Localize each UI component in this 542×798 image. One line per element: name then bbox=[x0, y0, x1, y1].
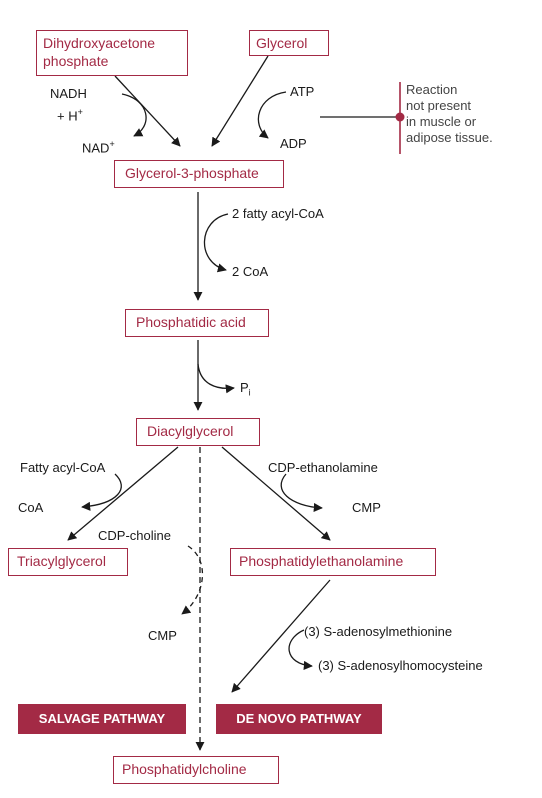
label-pi: Pi bbox=[240, 380, 251, 398]
curve-cdp-ethanolamine bbox=[280, 473, 323, 513]
label-coa: CoA bbox=[18, 500, 44, 515]
triacylglycerol-label: Triacylglycerol bbox=[17, 553, 106, 569]
label-cdp-choline: CDP-choline bbox=[98, 528, 171, 543]
label-fatty-acyl-coa: Fatty acyl-CoA bbox=[20, 460, 106, 475]
note-line1: Reaction bbox=[406, 82, 458, 97]
arrow-glycerol-to-g3p bbox=[211, 55, 269, 147]
g3p-label: Glycerol-3-phosphate bbox=[125, 165, 259, 181]
label-h-plus: + H+ bbox=[57, 107, 83, 124]
box-phosphatidylethanolamine: Phosphatidylethanolamine bbox=[230, 548, 436, 576]
label-2-fatty-acyl-coa: 2 fatty acyl-CoA bbox=[232, 206, 324, 221]
curve-sam-sah bbox=[288, 629, 313, 670]
curve-cdp-choline-dashed bbox=[181, 545, 203, 615]
curve-acyl-coa bbox=[203, 213, 229, 273]
label-cmp-right: CMP bbox=[352, 500, 381, 515]
dhap-line2: phosphate bbox=[43, 53, 109, 69]
phosphatidic-acid-label: Phosphatidic acid bbox=[136, 314, 246, 330]
box-phosphatidylcholine: Phosphatidylcholine bbox=[113, 756, 279, 784]
note-line2: not present bbox=[406, 98, 472, 113]
glycerol-label: Glycerol bbox=[256, 35, 308, 51]
curve-atp-adp bbox=[257, 91, 287, 139]
box-diacylglycerol: Diacylglycerol bbox=[136, 418, 260, 446]
label-s-adenosylhomocysteine: (3) S-adenosylhomocysteine bbox=[318, 658, 483, 673]
label-nad: NAD+ bbox=[82, 139, 115, 156]
label-nadh: NADH bbox=[50, 86, 87, 101]
label-2-coa: 2 CoA bbox=[232, 264, 269, 279]
arrow-dag-to-tag bbox=[67, 446, 179, 541]
arrow-dag-to-pe bbox=[221, 446, 331, 541]
note-line4: adipose tissue. bbox=[406, 130, 493, 145]
curve-fatty-acyl-coa bbox=[81, 473, 122, 511]
banner-salvage-pathway: SALVAGE PATHWAY bbox=[18, 704, 186, 734]
dhap-line1: Dihydroxyacetone bbox=[43, 35, 156, 51]
arrow-pe-to-pc bbox=[231, 579, 331, 693]
phosphatidylcholine-label: Phosphatidylcholine bbox=[122, 761, 247, 777]
note-reaction-not-present: Reaction not present in muscle or adipos… bbox=[406, 82, 493, 146]
label-cdp-ethanolamine: CDP-ethanolamine bbox=[268, 460, 378, 475]
box-glycerol: Glycerol bbox=[249, 30, 329, 56]
box-glycerol-3-phosphate: Glycerol-3-phosphate bbox=[114, 160, 284, 188]
diacylglycerol-label: Diacylglycerol bbox=[147, 423, 234, 439]
label-cmp-left: CMP bbox=[148, 628, 177, 643]
phosphatidylethanolamine-label: Phosphatidylethanolamine bbox=[239, 553, 404, 569]
banner-de-novo-pathway: DE NOVO PATHWAY bbox=[216, 704, 382, 734]
label-adp: ADP bbox=[280, 136, 307, 151]
curve-pi bbox=[197, 363, 235, 394]
box-dihydroxyacetone-phosphate: Dihydroxyacetone phosphate bbox=[36, 30, 188, 76]
label-s-adenosylmethionine: (3) S-adenosylmethionine bbox=[304, 624, 453, 639]
label-atp: ATP bbox=[290, 84, 315, 99]
box-phosphatidic-acid: Phosphatidic acid bbox=[125, 309, 269, 337]
curve-nadh-nad bbox=[121, 93, 147, 137]
box-triacylglycerol: Triacylglycerol bbox=[8, 548, 128, 576]
note-line3: in muscle or bbox=[406, 114, 477, 129]
inhibition-dot bbox=[395, 112, 405, 122]
arrow-dhap-to-g3p bbox=[114, 75, 181, 147]
